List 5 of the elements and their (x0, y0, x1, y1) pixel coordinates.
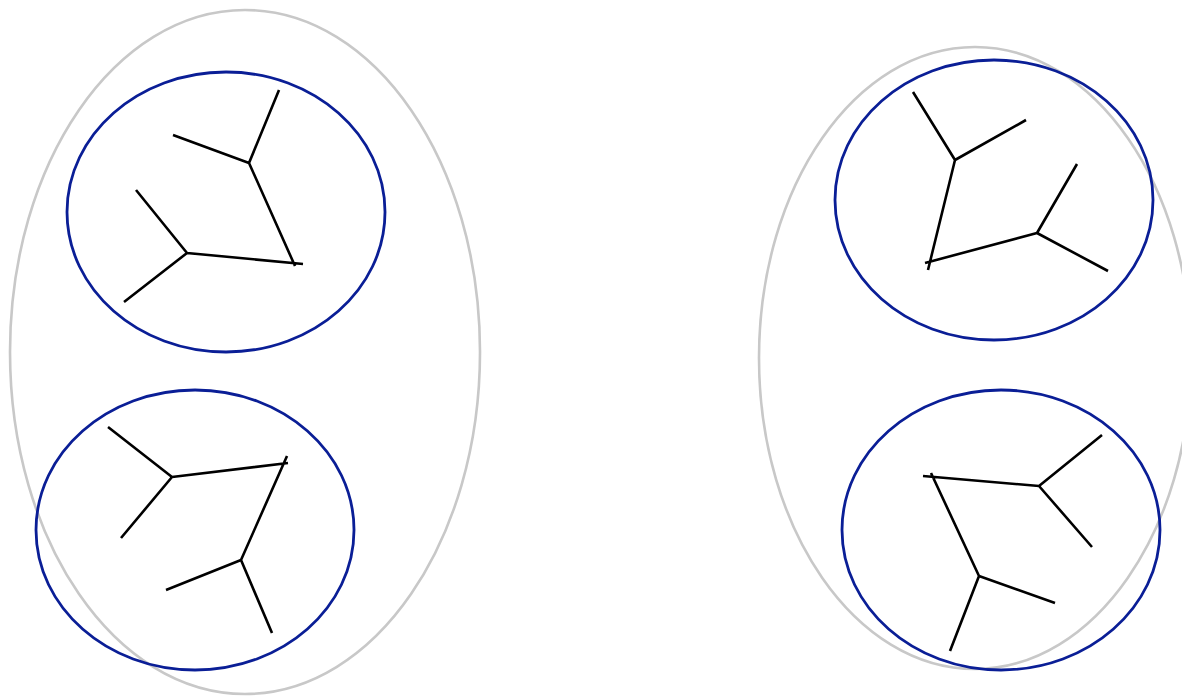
cluster-ellipse (833, 58, 1155, 342)
cluster-ellipse (840, 388, 1162, 672)
cluster-ellipse (65, 70, 387, 354)
group-ellipse (8, 8, 482, 696)
cluster-ellipse (34, 388, 356, 672)
